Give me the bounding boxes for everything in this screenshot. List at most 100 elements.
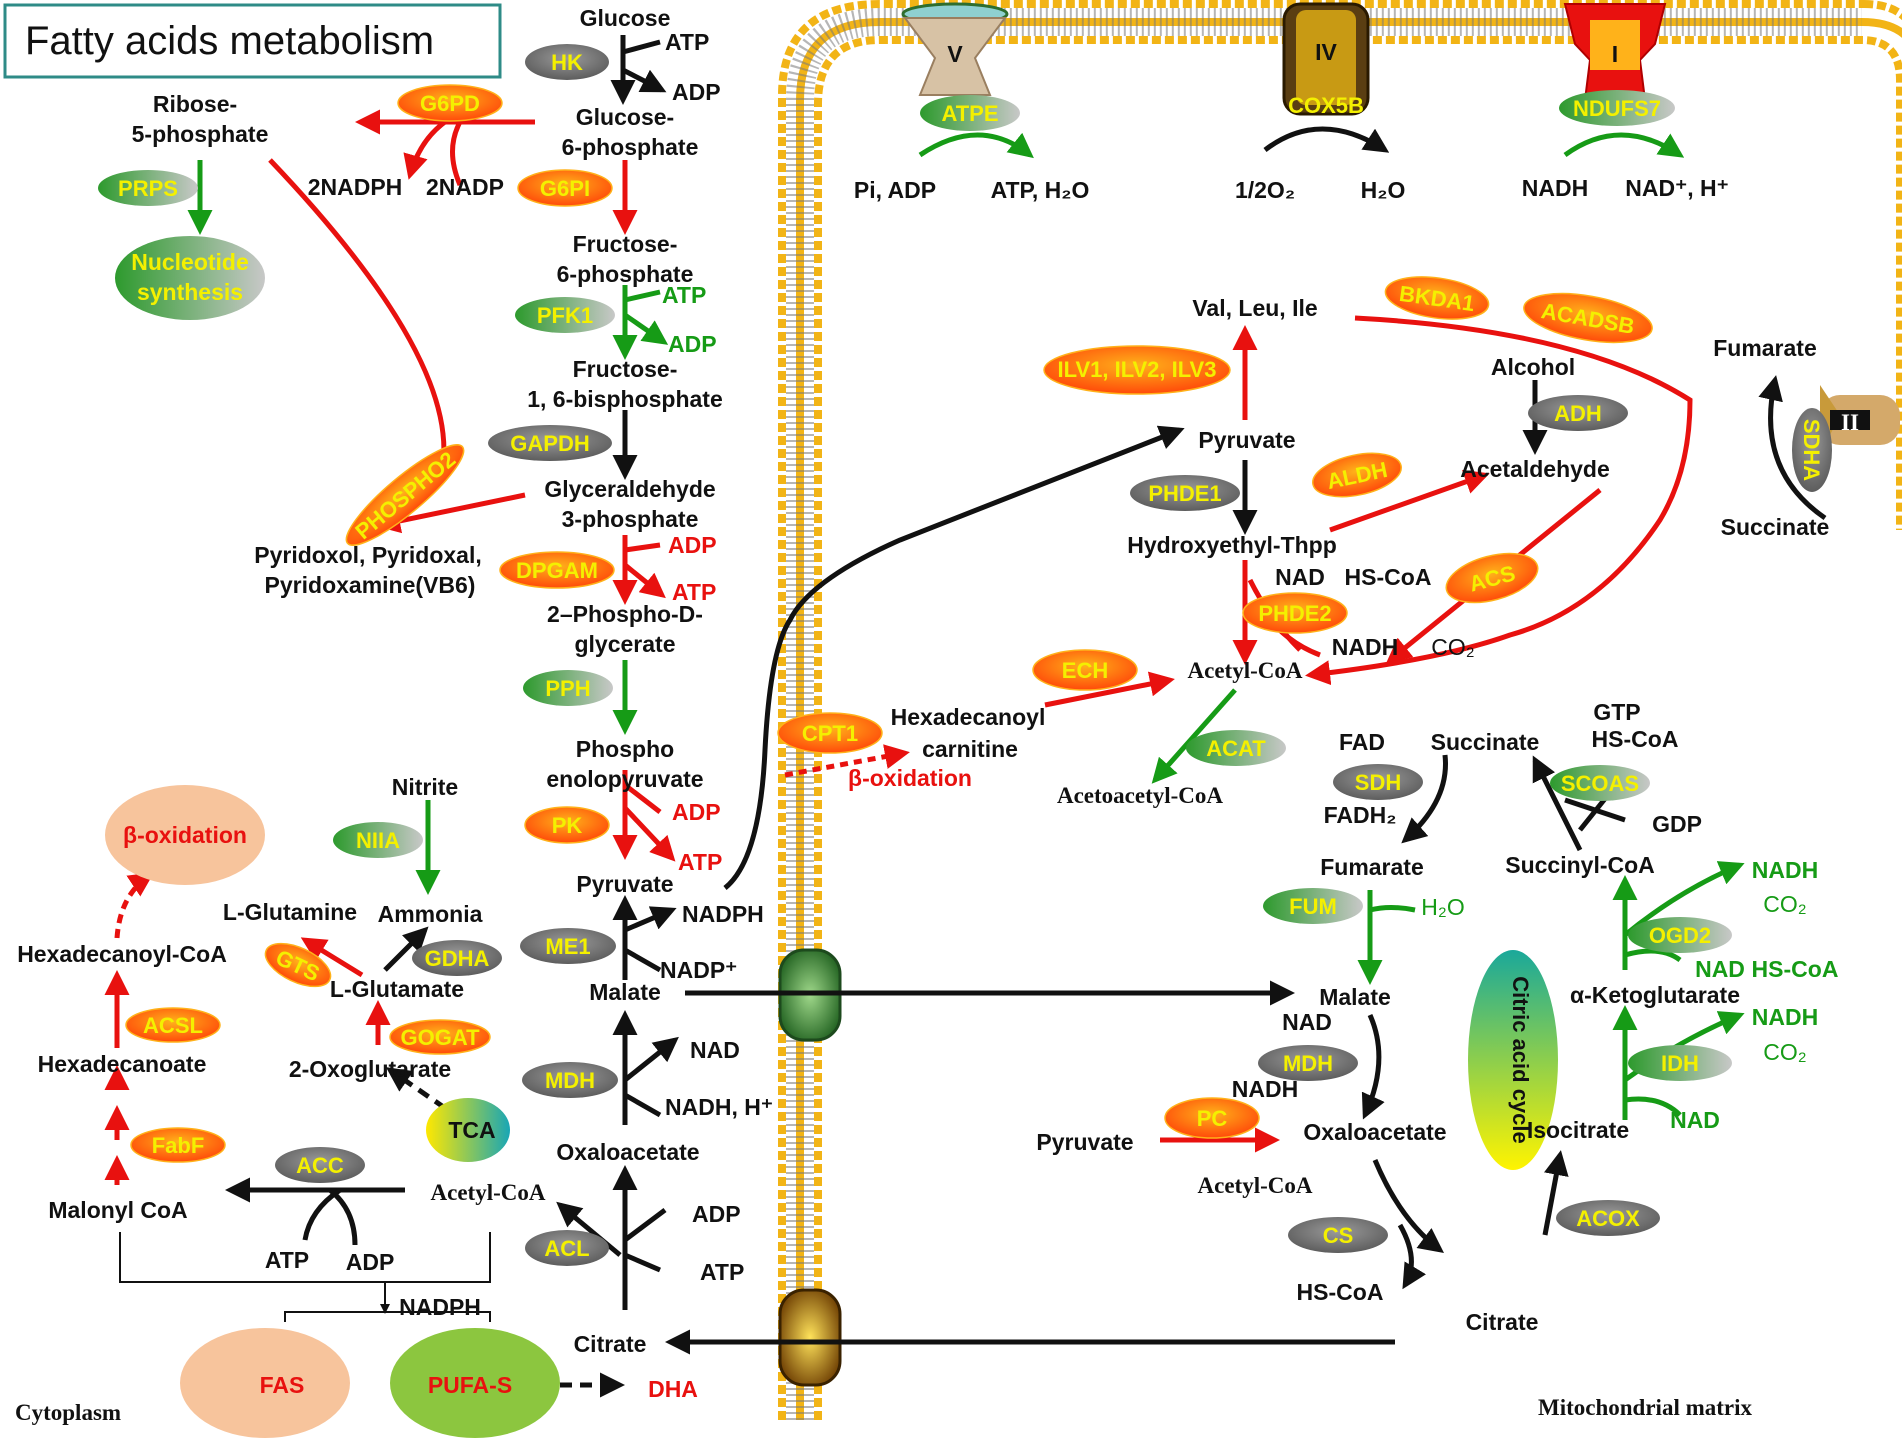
adp-4: ADP <box>672 799 721 825</box>
enzyme-gdha <box>412 940 502 976</box>
enzyme-acat <box>1186 730 1286 766</box>
r5p-line1: Ribose- <box>153 91 237 117</box>
label-pc: PC <box>1197 1106 1228 1131</box>
acetaldehyde: Acetaldehyde <box>1460 456 1610 482</box>
label-dpgam: DPGAM <box>516 558 598 583</box>
half-o2: 1/2O₂ <box>1235 177 1295 203</box>
hs-coa-phde: HS-CoA <box>1345 564 1432 590</box>
label-fum: FUM <box>1289 894 1337 919</box>
f6p-line1: Fructose- <box>573 231 678 257</box>
nad-mdh-mito: NAD <box>1282 1009 1332 1035</box>
pyruvate-mito: Pyruvate <box>1198 427 1295 453</box>
fumarate-etc: Fumarate <box>1713 335 1817 361</box>
enzyme-pfk1 <box>515 297 615 333</box>
citrate-cyto: Citrate <box>574 1331 647 1357</box>
label-phde2: PHDE2 <box>1258 601 1331 626</box>
big-ellipses <box>105 236 1558 1438</box>
fas-label: FAS <box>260 1372 305 1398</box>
acetyl-coa-cs: Acetyl-CoA <box>1198 1173 1313 1198</box>
cytoplasm-arrows <box>104 35 1395 1398</box>
label-sdh: SDH <box>1355 770 1401 795</box>
nad-mdh: NAD <box>690 1037 740 1063</box>
atp-acc: ATP <box>265 1247 309 1273</box>
vb6-line2: Pyridoxamine(VB6) <box>265 572 476 598</box>
citrate-transporter <box>778 1288 842 1387</box>
pyruvate-pc: Pyruvate <box>1036 1129 1133 1155</box>
enzyme-acox <box>1556 1200 1660 1236</box>
2pg-line1: 2–Phospho-D- <box>547 601 703 627</box>
succinate-tca: Succinate <box>1431 729 1540 755</box>
atp-3: ATP <box>672 579 716 605</box>
hexadecanoate: Hexadecanoate <box>38 1051 207 1077</box>
citric-acid-cycle-node <box>1468 950 1558 1170</box>
label-acat: ACAT <box>1206 736 1266 761</box>
adp-acc: ADP <box>346 1249 395 1275</box>
fad: FAD <box>1339 729 1385 755</box>
gdp: GDP <box>1652 811 1702 837</box>
atp-h2o: ATP, H₂O <box>991 177 1090 203</box>
pufa-label: PUFA-S <box>428 1372 512 1398</box>
citrate-tca: Citrate <box>1466 1309 1539 1335</box>
nad-ogd2: NAD <box>1695 956 1745 982</box>
2pg-line2: glycerate <box>574 631 675 657</box>
enzyme-niia <box>333 822 423 858</box>
label-niia: NIIA <box>356 828 400 853</box>
enzyme-gts <box>264 942 332 988</box>
pep-line1: Phospho <box>576 736 674 762</box>
hexadecanoyl-carnitine-line2: carnitine <box>922 736 1018 762</box>
enzyme-atpe <box>920 95 1020 131</box>
gap-line2: 3-phosphate <box>562 506 699 532</box>
enzyme-fum <box>1263 888 1363 924</box>
enzyme-gapdh <box>488 425 612 461</box>
label-pph: PPH <box>545 676 590 701</box>
pyruvate-cyto: Pyruvate <box>576 871 673 897</box>
adp-1: ADP <box>672 79 721 105</box>
oxaloacetate-cyto: Oxaloacetate <box>556 1139 699 1165</box>
l-glutamate: L-Glutamate <box>330 976 464 1002</box>
label-phospho2: PHOSPHO2 <box>350 447 460 545</box>
label-ndufs7: NDUFS7 <box>1573 96 1661 121</box>
dha-label: DHA <box>648 1376 698 1402</box>
pi-adp: Pi, ADP <box>854 177 936 203</box>
enzyme-g6pd <box>397 84 503 122</box>
h2o-fum: H₂O <box>1421 894 1464 920</box>
hydroxyethyl-thpp: Hydroxyethyl-Thpp <box>1127 532 1337 558</box>
enzyme-acl <box>525 1230 609 1266</box>
enzyme-acs <box>1445 552 1539 604</box>
succinyl-coa: Succinyl-CoA <box>1505 852 1655 878</box>
adp-3: ADP <box>668 532 717 558</box>
acetyl-coa-cyto: Acetyl-CoA <box>431 1180 546 1205</box>
co2-phde: CO₂ <box>1431 634 1474 660</box>
complex-i: I <box>1563 3 1667 101</box>
mitochondrial-membrane <box>778 0 1902 1420</box>
h2o-etc: H₂O <box>1361 177 1406 203</box>
enzyme-phde1 <box>1130 475 1240 511</box>
pep-line2: enolopyruvate <box>546 766 703 792</box>
hs-coa-ogd2: HS-CoA <box>1752 956 1839 982</box>
label-mdh: MDH <box>545 1068 595 1093</box>
nadp-me1: NADP⁺ <box>660 957 737 983</box>
g6p-line1: Glucose- <box>576 104 674 130</box>
enzyme-fabf <box>130 1127 226 1163</box>
enzyme-phde2 <box>1242 592 1348 634</box>
nitrite: Nitrite <box>392 774 458 800</box>
label-gdha: GDHA <box>425 946 490 971</box>
enzyme-gogat <box>389 1019 491 1055</box>
nucleotide-line1: Nucleotide <box>131 249 249 275</box>
label-pk: PK <box>552 813 583 838</box>
label-cox5b: COX5B <box>1288 93 1364 118</box>
adp-2: ADP <box>668 331 717 357</box>
atp-1: ATP <box>665 29 709 55</box>
fas-node <box>180 1328 350 1438</box>
fbp-line1: Fructose- <box>573 356 678 382</box>
tca-label: TCA <box>448 1117 495 1143</box>
label-scoas: SCOAS <box>1561 771 1639 796</box>
nadph-fas: NADPH <box>399 1294 481 1320</box>
complex-v-label: V <box>947 41 963 67</box>
acetyl-coa-mito: Acetyl-CoA <box>1188 658 1303 683</box>
hexadecanoyl-coa: Hexadecanoyl-CoA <box>17 941 227 967</box>
label-hk: HK <box>551 50 583 75</box>
enzyme-sdha <box>1792 408 1832 492</box>
nad-idh: NAD <box>1670 1107 1720 1133</box>
enzyme-pk <box>524 806 610 844</box>
